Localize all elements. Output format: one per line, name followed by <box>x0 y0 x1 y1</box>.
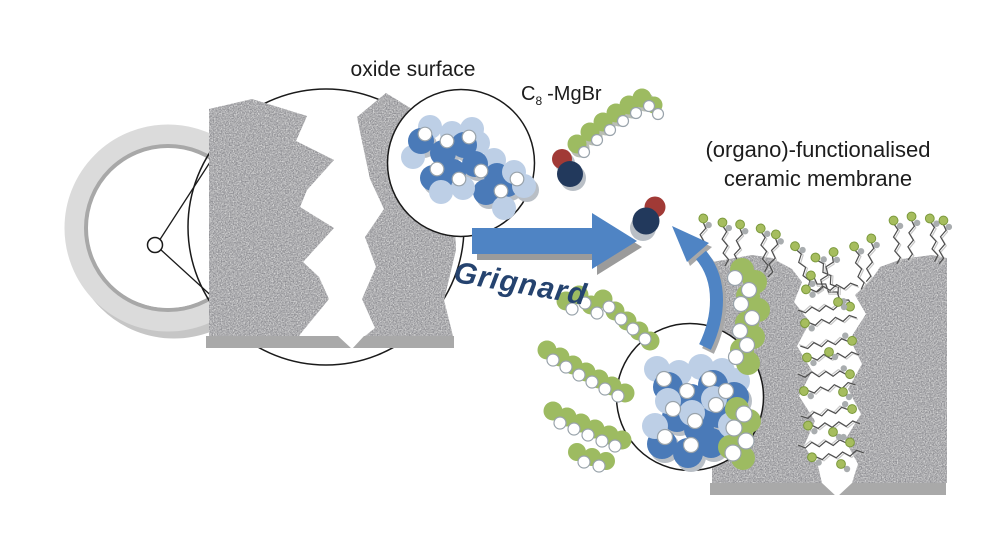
grignard-reagent-molecule <box>552 88 665 191</box>
product-label-line1: (organo)-functionalised <box>705 137 931 162</box>
reagent-prefix: C <box>521 83 536 105</box>
reaction-arrow <box>472 213 642 275</box>
magnifier-lines <box>158 155 218 302</box>
mgbr-byproduct-molecule <box>630 196 666 241</box>
oxide-surface-label: oxide surface <box>350 58 476 81</box>
product-label: (organo)-functionalised ceramic membrane <box>686 136 950 193</box>
grafted-octyl-chains <box>537 285 660 473</box>
magnesium-atom <box>557 161 583 187</box>
reagent-subscript: 8 <box>535 94 543 108</box>
pore-indicator <box>146 236 164 254</box>
grafted-octyl-chains-membrane-edge <box>718 258 770 470</box>
reagent-label: C8 -MgBr <box>521 83 602 108</box>
reagent-suffix: -MgBr <box>547 83 602 105</box>
ceramic-grain-left <box>206 93 456 349</box>
functionalised-sphere-cluster <box>642 354 752 472</box>
product-label-line2: ceramic membrane <box>723 165 913 191</box>
byproduct-release-arrow <box>672 226 726 354</box>
oxide-sphere-cluster <box>401 115 539 220</box>
